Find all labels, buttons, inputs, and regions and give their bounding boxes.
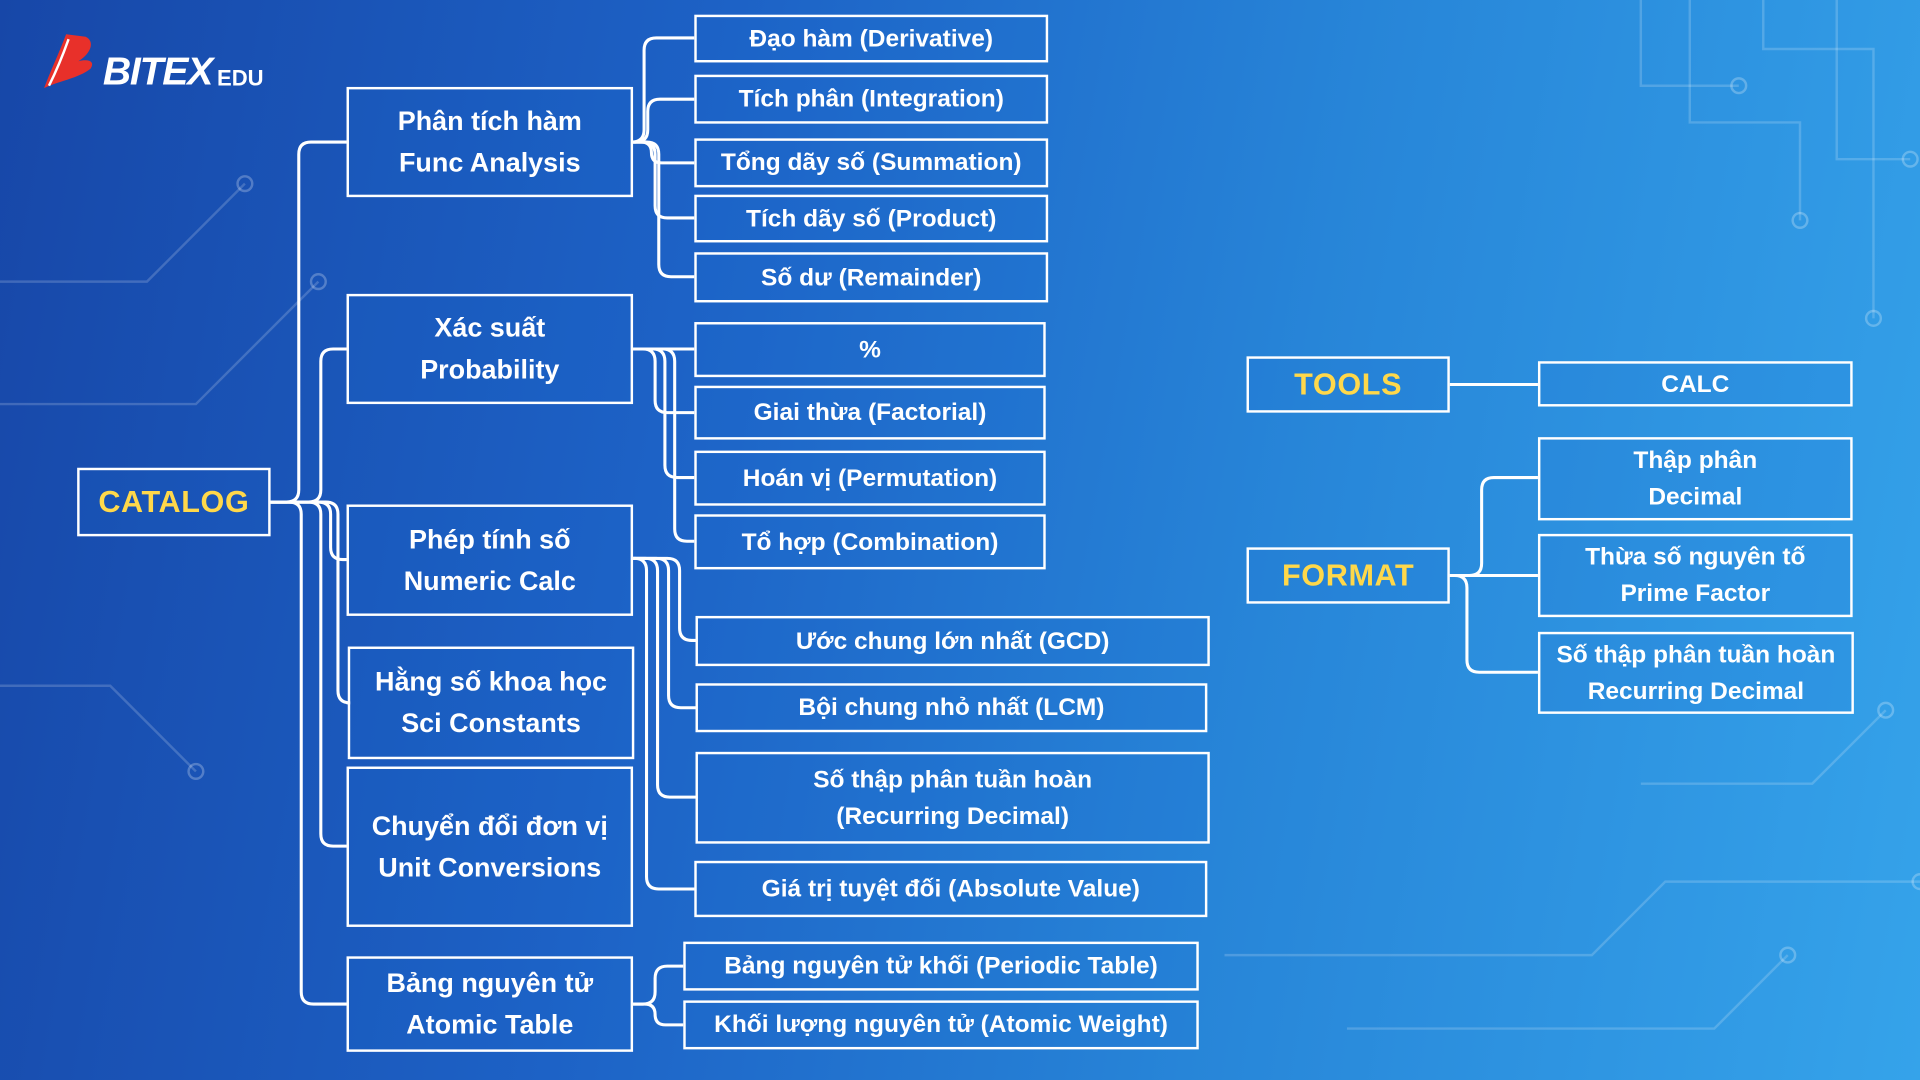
item-label: Tổ hợp (Combination) <box>741 528 999 556</box>
node-vi: Phép tính số <box>408 523 571 555</box>
node-vi: Phân tích hàm <box>397 105 582 136</box>
node-en: Unit Conversions <box>378 851 602 883</box>
item-percent[interactable]: % <box>694 322 1046 378</box>
item-lcm[interactable]: Bội chung nhỏ nhất (LCM) <box>695 683 1208 733</box>
logo-brand: BITEX <box>102 48 213 94</box>
connector-line <box>633 1002 684 1027</box>
item-label: Khối lượng nguyên tử (Atomic Weight) <box>714 1011 1168 1039</box>
item-label: Số thập phân tuần hoàn <box>1556 641 1836 668</box>
item-label: Giai thừa (Factorial) <box>753 399 987 427</box>
item-combination[interactable]: Tổ hợp (Combination) <box>694 514 1046 570</box>
item-periodic-table[interactable]: Bảng nguyên tử khối (Periodic Table) <box>683 941 1199 991</box>
item-permutation[interactable]: Hoán vị (Permutation) <box>694 450 1046 506</box>
connector-line <box>633 140 695 279</box>
node-vi: Hằng số khoa học <box>375 666 608 697</box>
item-remainder[interactable]: Số dư (Remainder) <box>694 252 1049 303</box>
catalog-label: CATALOG <box>98 484 250 520</box>
logo-suffix: EDU <box>217 66 264 91</box>
item-label: Tích phân (Integration) <box>738 85 1004 113</box>
node-vi: Xác suất <box>434 312 546 343</box>
item-label-en: (Recurring Decimal) <box>836 802 1070 830</box>
item-label-en: Prime Factor <box>1620 580 1771 608</box>
node-vi: Chuyển đổi đơn vị <box>371 810 608 841</box>
node-vi: Bảng nguyên tử <box>386 967 594 998</box>
item-label: % <box>859 336 881 364</box>
item-summation[interactable]: Tổng dãy số (Summation) <box>694 138 1049 188</box>
item-gcd[interactable]: Ước chung lớn nhất (GCD) <box>695 615 1210 667</box>
tools-node[interactable]: TOOLS <box>1246 356 1450 413</box>
item-label: Bội chung nhỏ nhất (LCM) <box>798 694 1105 722</box>
item-label: Giá trị tuyệt đối (Absolute Value) <box>761 875 1140 903</box>
item-product[interactable]: Tích dãy số (Product) <box>694 194 1049 243</box>
item-label: Thừa số nguyên tố <box>1585 543 1806 571</box>
connector-line <box>270 500 351 705</box>
node-en: Sci Constants <box>401 707 581 739</box>
node-en: Func Analysis <box>398 146 581 178</box>
item-label: Ước chung lớn nhất (GCD) <box>795 627 1110 655</box>
connector-line <box>633 556 696 642</box>
connector-line <box>270 140 347 504</box>
item-label-en: Decimal <box>1648 483 1743 511</box>
item-absolute-value[interactable]: Giá trị tuyệt đối (Absolute Value) <box>694 860 1208 918</box>
item-label: Hoán vị (Permutation) <box>742 464 998 492</box>
connector-line <box>1449 573 1538 674</box>
node-en: Atomic Table <box>406 1008 574 1040</box>
item-label-en: Recurring Decimal <box>1587 677 1805 705</box>
node-en: Probability <box>420 353 560 385</box>
item-label: Số thập phân tuần hoàn <box>813 765 1093 793</box>
connector-line <box>633 140 695 220</box>
connector-line <box>633 556 696 799</box>
item-calc[interactable]: CALC <box>1537 361 1853 407</box>
item-label: Thập phân <box>1633 446 1758 474</box>
connector-line <box>270 500 347 562</box>
numeric-calc-node[interactable]: Phép tính số Numeric Calc <box>346 504 634 616</box>
node-en: Numeric Calc <box>403 565 576 596</box>
connector-line <box>633 964 684 1006</box>
tools-label: TOOLS <box>1294 367 1403 402</box>
item-label: Tổng dãy số (Summation) <box>720 149 1022 177</box>
item-integration[interactable]: Tích phân (Integration) <box>694 74 1049 124</box>
connector-line <box>633 556 696 710</box>
connector-line <box>270 500 347 1006</box>
item-label: CALC <box>1661 370 1730 398</box>
connector-line <box>633 140 695 165</box>
item-prime-factor[interactable]: Thừa số nguyên tố Prime Factor <box>1537 533 1853 618</box>
connector-line <box>1449 476 1538 578</box>
item-label: Bảng nguyên tử khối (Periodic Table) <box>724 952 1158 980</box>
item-label: Số dư (Remainder) <box>760 263 982 291</box>
item-recurring-decimal[interactable]: Số thập phân tuần hoàn (Recurring Decimal… <box>695 751 1210 844</box>
format-label: FORMAT <box>1281 558 1415 593</box>
connector-line <box>633 347 695 543</box>
item-derivative[interactable]: Đạo hàm (Derivative) <box>694 14 1049 63</box>
logo-mark-icon <box>44 34 93 89</box>
connector-line <box>631 36 695 144</box>
item-atomic-weight[interactable]: Khối lượng nguyên tử (Atomic Weight) <box>683 1000 1199 1050</box>
format-node[interactable]: FORMAT <box>1246 547 1450 604</box>
bitex-logo: BITEX EDU <box>42 32 264 91</box>
unit-conversions-node[interactable]: Chuyển đổi đơn vị Unit Conversions <box>346 766 634 927</box>
connector-line <box>270 347 347 504</box>
connector-line <box>270 500 347 848</box>
atomic-table-node[interactable]: Bảng nguyên tử Atomic Table <box>346 956 634 1052</box>
catalog-node[interactable]: CATALOG <box>77 467 271 537</box>
item-label: Đạo hàm (Derivative) <box>749 25 994 53</box>
item-label: Tích dãy số (Product) <box>746 205 997 233</box>
connector-line <box>633 556 696 891</box>
item-factorial[interactable]: Giai thừa (Factorial) <box>694 385 1046 440</box>
